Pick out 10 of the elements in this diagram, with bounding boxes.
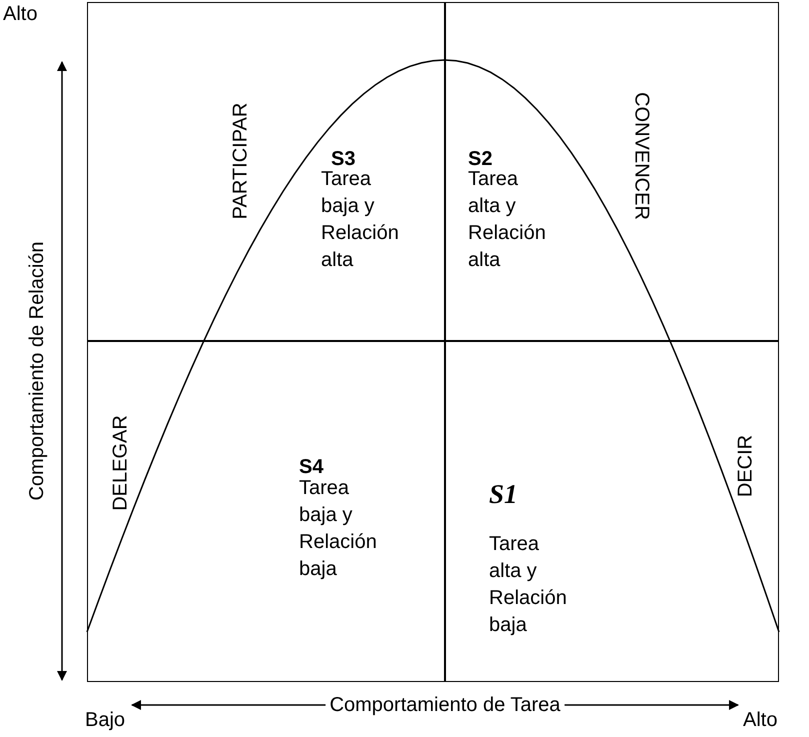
- style-label: CONVENCER: [630, 92, 654, 220]
- style-label: PARTICIPAR: [228, 102, 252, 220]
- quadrant-box: [445, 341, 779, 682]
- quadrant-box: [87, 341, 445, 682]
- quadrant-box: [87, 2, 445, 341]
- style-label: DELEGAR: [108, 415, 132, 511]
- quadrant-description: Tarea alta y Relación baja: [489, 532, 568, 638]
- quadrant-box: [445, 2, 779, 341]
- style-code: S1: [489, 478, 518, 510]
- style-label: DECIR: [734, 434, 758, 498]
